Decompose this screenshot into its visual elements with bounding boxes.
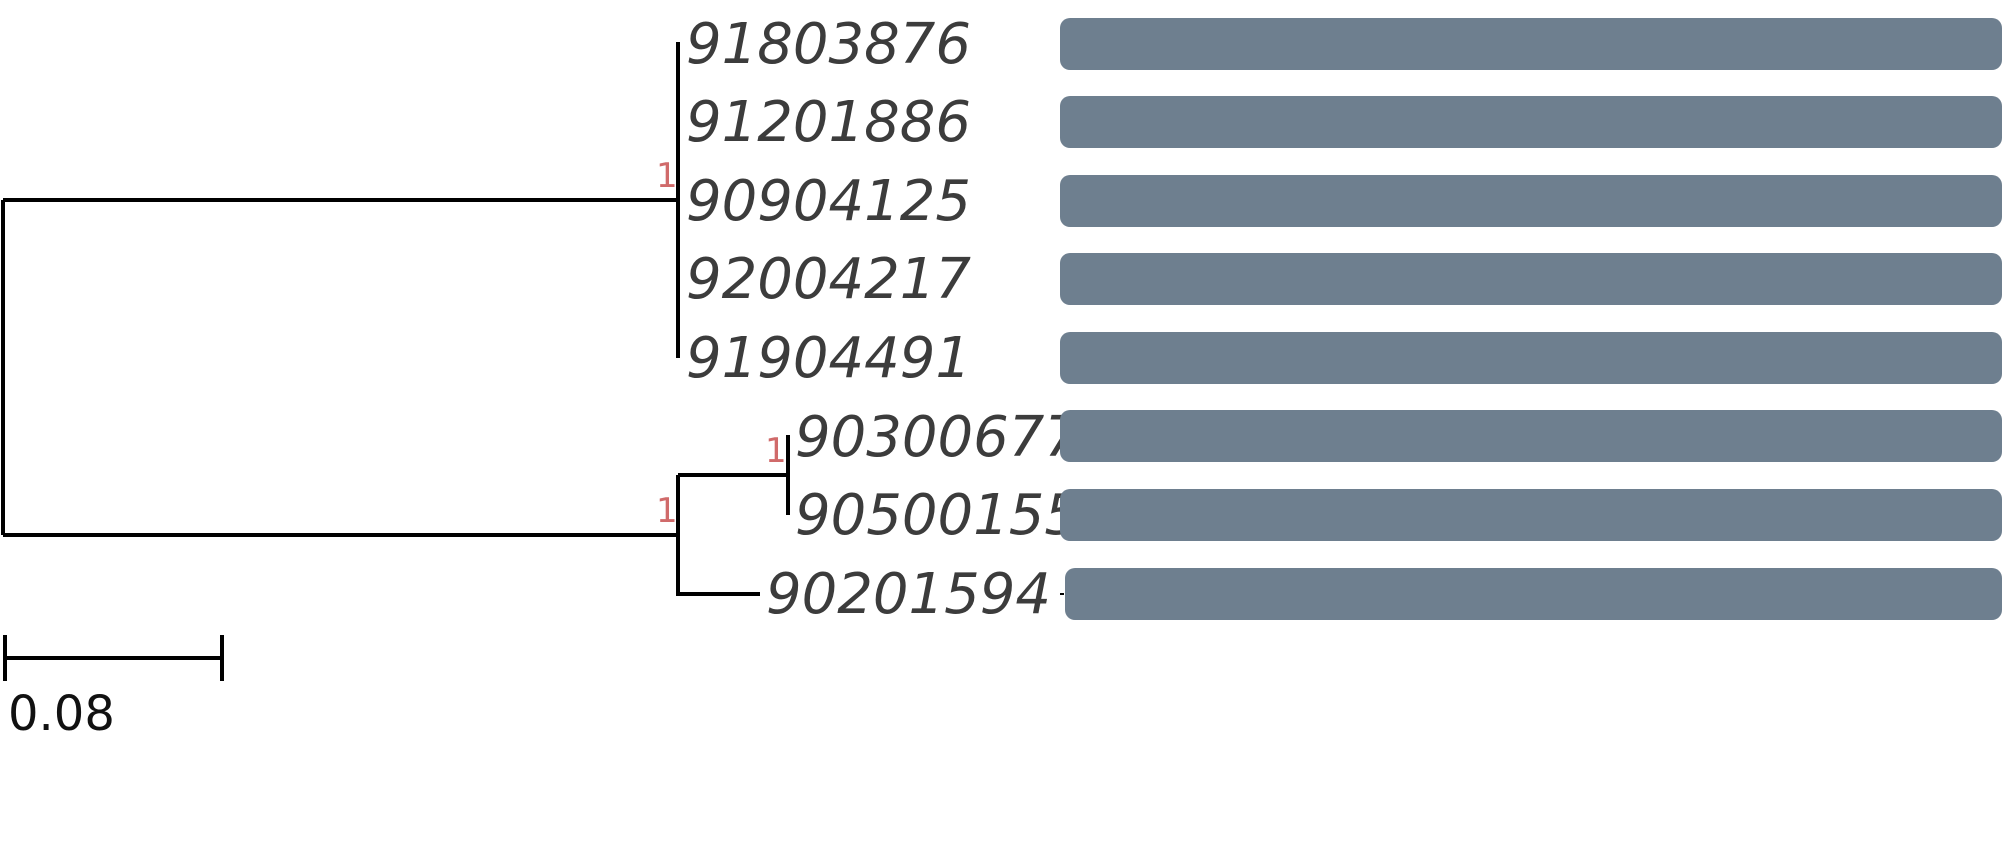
support-value-clade-a: 1 xyxy=(656,156,678,196)
annotation-bars xyxy=(1060,18,2002,620)
tree-branches xyxy=(1,42,1064,596)
scale-bar-label: 0.08 xyxy=(8,686,115,742)
annotation-bar xyxy=(1060,18,2002,70)
leaf-label: 91201886 xyxy=(686,90,971,155)
leaf-label: 90300677 xyxy=(795,405,1080,470)
annotation-bar xyxy=(1060,332,2002,384)
leaf-label: 91803876 xyxy=(686,12,971,77)
leaf-label: 90201594 xyxy=(766,562,1051,627)
scale-bar: 0.08 xyxy=(3,635,224,742)
annotation-bar xyxy=(1060,489,2002,541)
leaf-label: 91904491 xyxy=(686,326,971,391)
support-value-clade-b: 1 xyxy=(656,491,678,531)
annotation-bar xyxy=(1065,568,2002,620)
leaf-labels: 91803876 91201886 90904125 92004217 9190… xyxy=(686,12,1080,627)
leaf-label: 90500155 xyxy=(795,483,1080,548)
annotation-bar xyxy=(1060,175,2002,227)
leaf-label: 92004217 xyxy=(686,247,971,312)
annotation-bar xyxy=(1060,410,2002,462)
support-values: 1 1 1 xyxy=(656,156,787,531)
leaf-label: 90904125 xyxy=(686,169,971,234)
support-value-subclade: 1 xyxy=(765,431,787,471)
annotation-bar xyxy=(1060,253,2002,305)
annotation-bar xyxy=(1060,96,2002,148)
